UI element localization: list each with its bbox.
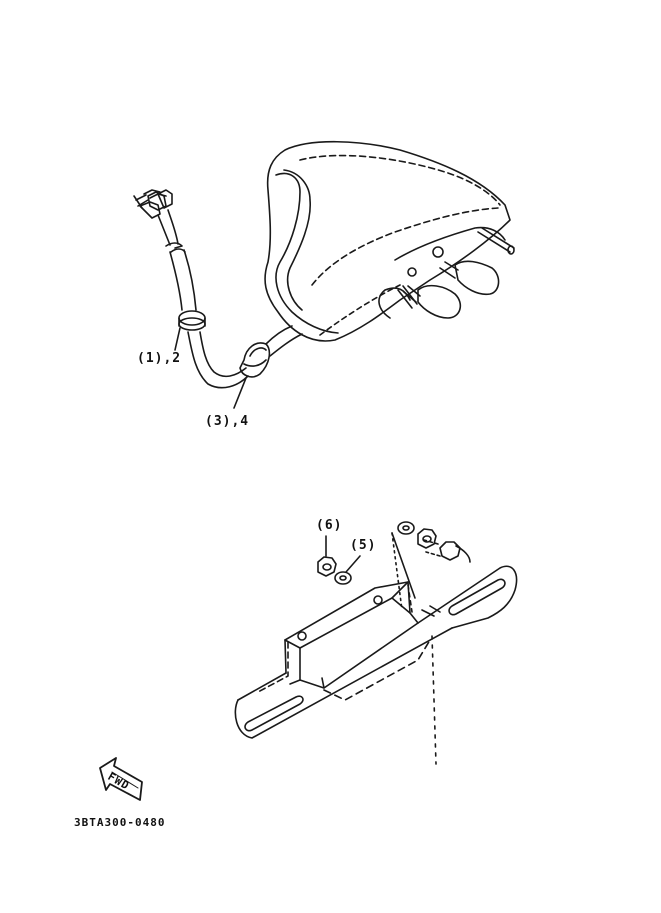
washer-pair xyxy=(397,521,437,549)
mounting-axis-a xyxy=(391,532,403,611)
wire-harness xyxy=(133,189,303,389)
leader-line-3 xyxy=(233,377,247,409)
leader-line-5 xyxy=(345,555,361,573)
bolt xyxy=(423,539,471,563)
mounting-axis-c xyxy=(431,635,437,765)
callout-part-6: (6) xyxy=(316,518,343,533)
callout-part-5: (5) xyxy=(350,538,377,553)
leader-line-1 xyxy=(174,327,181,351)
tail-light-assembly xyxy=(264,140,515,342)
license-bracket xyxy=(234,565,518,739)
washer-part-5 xyxy=(334,571,352,585)
nut-part-6 xyxy=(317,556,337,577)
drawing-code: 3BTA300-0480 xyxy=(74,816,166,829)
callout-part-1-2: (1),2 xyxy=(137,351,182,366)
mounting-axis-b xyxy=(391,532,416,599)
fwd-arrow-icon xyxy=(99,757,143,801)
callout-part-3-4: (3),4 xyxy=(205,414,250,429)
